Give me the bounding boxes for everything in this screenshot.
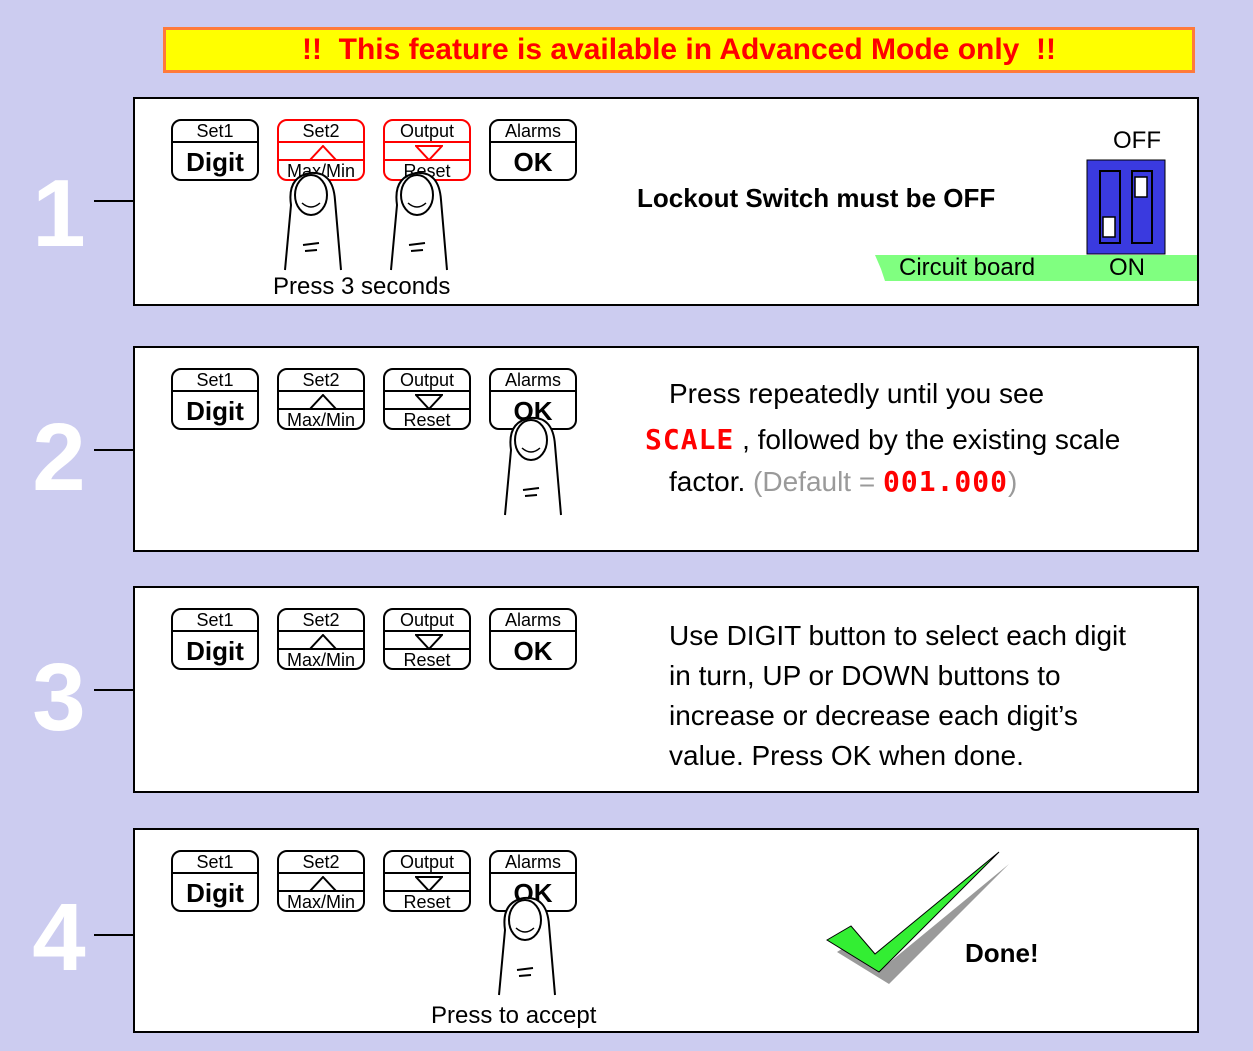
up-button[interactable]: Set2 Max/Min (277, 608, 365, 670)
instruction-line: Press repeatedly until you see (669, 378, 1045, 409)
button-label-reset: Reset (385, 890, 469, 912)
button-label-set1: Set1 (173, 121, 257, 143)
advanced-mode-banner: !! This feature is available in Advanced… (163, 27, 1195, 73)
button-label-set2: Set2 (279, 121, 363, 143)
press-caption: Press 3 seconds (273, 273, 451, 300)
button-label-output: Output (385, 370, 469, 392)
step-panel-4: Set1 Digit Set2 Max/Min Output Reset Ala… (133, 828, 1199, 1033)
finger-icon (504, 416, 562, 516)
button-label-set2: Set2 (279, 370, 363, 392)
digit-button[interactable]: Set1 Digit (171, 368, 259, 430)
circuit-board-label: Circuit board (899, 254, 1036, 281)
step-panel-2: Set1 Digit Set2 Max/Min Output Reset Ala… (133, 346, 1199, 552)
instruction-line: SCALE , followed by the existing scale (645, 420, 1120, 459)
up-button[interactable]: Set2 Max/Min (277, 368, 365, 430)
step-panel-3: Set1 Digit Set2 Max/Min Output Reset Ala… (133, 586, 1199, 793)
button-label-alarms: Alarms (491, 370, 575, 392)
button-label-alarms: Alarms (491, 610, 575, 632)
button-label-output: Output (385, 852, 469, 874)
button-label-set1: Set1 (173, 370, 257, 392)
down-button[interactable]: Output Reset (383, 608, 471, 670)
button-label-maxmin: Max/Min (279, 648, 363, 670)
button-label-alarms: Alarms (491, 852, 575, 874)
button-label-output: Output (385, 121, 469, 143)
button-label-digit: Digit (186, 636, 244, 666)
step-number-3: 3 (32, 644, 86, 751)
instruction-line: Use DIGIT button to select each digit (669, 620, 1127, 651)
down-arrow-icon (415, 634, 443, 650)
finger-icon (284, 171, 342, 271)
digit-button[interactable]: Set1 Digit (171, 119, 259, 181)
step-panel-1: Set1 Digit Set2 Max/Min Output Reset Ala… (133, 97, 1199, 306)
button-panel: Set1 Digit Set2 Max/Min Output Reset Ala… (171, 119, 591, 199)
button-label-set1: Set1 (173, 852, 257, 874)
finger-icon (498, 896, 556, 996)
checkmark-icon (826, 851, 1009, 984)
lockout-instruction: Lockout Switch must be OFF (637, 183, 996, 213)
instruction-text: , followed by the existing scale (734, 424, 1121, 455)
down-button[interactable]: Output Reset (383, 850, 471, 912)
digit-button[interactable]: Set1 Digit (171, 608, 259, 670)
button-label-digit: Digit (186, 147, 244, 177)
instruction-line: value. Press OK when done. (669, 740, 1024, 771)
instruction-line: factor. (Default = 001.000) (669, 462, 1017, 501)
button-label-set1: Set1 (173, 610, 257, 632)
button-label-digit: Digit (186, 396, 244, 426)
digit-button[interactable]: Set1 Digit (171, 850, 259, 912)
step-leader-4 (94, 934, 134, 936)
button-label-reset: Reset (385, 648, 469, 670)
button-label-ok: OK (513, 636, 553, 666)
switch-on-label: ON (1109, 254, 1145, 281)
default-value-readout: 001.000 (883, 465, 1009, 498)
instruction-line: in turn, UP or DOWN buttons to (669, 660, 1061, 691)
button-label-set2: Set2 (279, 852, 363, 874)
button-label-digit: Digit (186, 878, 244, 908)
circuit-board-icon (875, 255, 1197, 281)
button-label-reset: Reset (385, 408, 469, 430)
button-label-ok: OK (513, 147, 553, 177)
scale-display-readout: SCALE (645, 423, 735, 456)
down-button[interactable]: Output Reset (383, 368, 471, 430)
step-number-1: 1 (32, 160, 86, 267)
instruction-line: increase or decrease each digit’s (669, 700, 1078, 731)
finger-icon (390, 171, 448, 271)
switch-off-label: OFF (1113, 127, 1161, 154)
button-label-output: Output (385, 610, 469, 632)
done-label: Done! (965, 938, 1039, 968)
default-suffix: ) (1008, 466, 1018, 497)
step-leader-1 (94, 200, 134, 202)
down-arrow-icon (415, 394, 443, 410)
step-number-4: 4 (32, 884, 86, 991)
instruction-text: factor. (669, 466, 754, 497)
down-button[interactable]: Output Reset (383, 119, 471, 181)
up-button[interactable]: Set2 Max/Min (277, 850, 365, 912)
default-prefix: (Default = (753, 466, 883, 497)
lockout-switch-icon[interactable] (1086, 159, 1166, 255)
button-label-maxmin: Max/Min (279, 408, 363, 430)
step-leader-3 (94, 689, 134, 691)
button-label-set2: Set2 (279, 610, 363, 632)
down-arrow-icon (415, 145, 443, 161)
step-number-2: 2 (32, 404, 86, 511)
ok-button[interactable]: Alarms OK (489, 119, 577, 181)
step-leader-2 (94, 449, 134, 451)
press-caption: Press to accept (431, 1002, 597, 1029)
button-label-alarms: Alarms (491, 121, 575, 143)
button-label-maxmin: Max/Min (279, 890, 363, 912)
ok-button[interactable]: Alarms OK (489, 608, 577, 670)
button-panel: Set1 Digit Set2 Max/Min Output Reset Ala… (171, 608, 591, 688)
down-arrow-icon (415, 876, 443, 892)
